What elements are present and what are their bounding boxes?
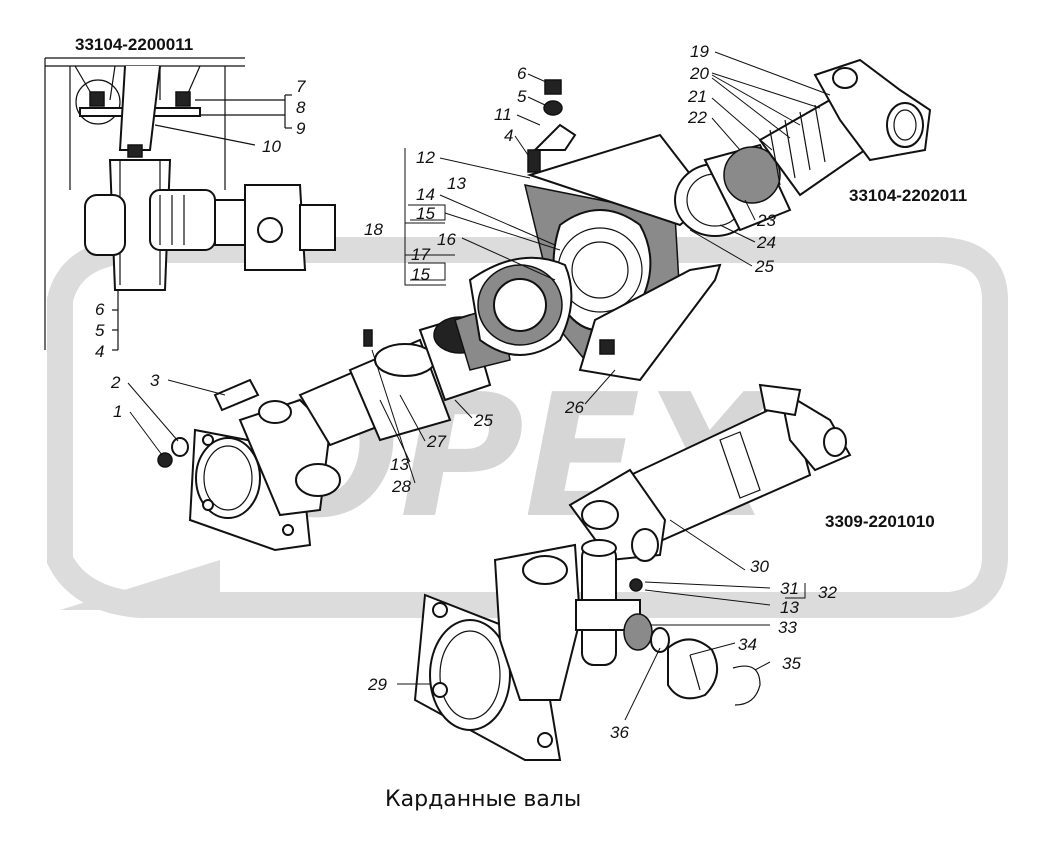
callout-25a: 25 [754, 257, 774, 276]
callout-6b: 6 [517, 64, 527, 83]
callout-25b: 25 [473, 411, 493, 430]
callout-5b: 5 [517, 87, 527, 106]
callout-13b: 13 [390, 455, 409, 474]
callout-23: 23 [756, 211, 776, 230]
callout-3: 3 [150, 371, 160, 390]
callout-20: 20 [689, 64, 709, 83]
callout-30: 30 [750, 557, 769, 576]
callout-10: 10 [262, 137, 281, 156]
callout-35: 35 [782, 654, 801, 673]
callout-24: 24 [756, 233, 776, 252]
callout-15a: 15 [416, 204, 435, 223]
front-shaft [568, 383, 852, 562]
leader-lines [127, 51, 831, 721]
callout-5a: 5 [95, 321, 105, 340]
callout-32: 32 [818, 583, 837, 602]
callout-9: 9 [296, 119, 306, 138]
callout-12: 12 [416, 148, 435, 167]
diagram-title: Карданные валы [385, 787, 581, 812]
callout-36: 36 [610, 723, 629, 742]
callout-4a: 4 [95, 342, 104, 361]
code-front-shaft: 3309-2201010 [825, 512, 935, 531]
lower-flange-yoke [413, 539, 761, 761]
callout-6a: 6 [95, 300, 105, 319]
callout-7: 7 [296, 77, 306, 96]
center-bearing-support [468, 79, 722, 382]
callout-11: 11 [494, 105, 512, 124]
rear-shaft [674, 58, 932, 237]
callout-1: 1 [113, 402, 122, 421]
callout-34: 34 [738, 635, 757, 654]
callout-8: 8 [296, 98, 306, 117]
support-inset [44, 57, 336, 351]
callout-28: 28 [391, 477, 411, 496]
code-rear-shaft: 33104-2202011 [849, 186, 967, 205]
callout-26: 26 [564, 398, 584, 417]
code-support: 33104-2200011 [75, 35, 193, 54]
callout-16: 16 [437, 230, 456, 249]
callout-4b: 4 [504, 126, 513, 145]
callout-15b: 15 [411, 265, 430, 284]
front-flange-yoke [157, 363, 397, 552]
callout-13c: 13 [780, 598, 799, 617]
callout-17: 17 [411, 245, 430, 264]
callout-labels: 1 2 3 4 5 6 7 8 9 10 6 5 11 4 12 13 14 1… [95, 42, 837, 742]
callout-22: 22 [687, 108, 707, 127]
callout-13a: 13 [447, 174, 466, 193]
callout-2: 2 [110, 373, 121, 392]
callout-33: 33 [778, 618, 797, 637]
callout-21: 21 [687, 87, 707, 106]
callout-27: 27 [426, 432, 446, 451]
callout-18: 18 [364, 220, 383, 239]
callout-14: 14 [416, 185, 435, 204]
callout-29: 29 [367, 675, 387, 694]
callout-19: 19 [690, 42, 709, 61]
callout-31: 31 [780, 579, 799, 598]
